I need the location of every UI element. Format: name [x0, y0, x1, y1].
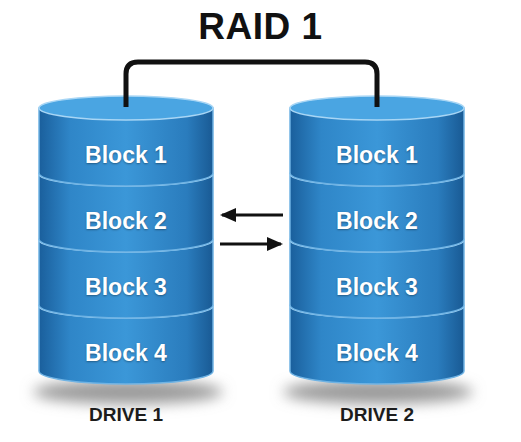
- mirror-arrow: [220, 243, 281, 246]
- block-label: Block 4: [38, 339, 214, 367]
- block-label: Block 3: [289, 273, 465, 301]
- data-block: Block 1: [289, 95, 465, 187]
- disk-segment-shape: [38, 95, 214, 187]
- block-label: Block 3: [38, 273, 214, 301]
- block-label: Block 2: [289, 207, 465, 235]
- block-label: Block 4: [289, 339, 465, 367]
- mirror-arrow: [222, 214, 283, 217]
- block-label: Block 1: [289, 141, 465, 169]
- block-label: Block 1: [38, 141, 214, 169]
- block-label: Block 2: [38, 207, 214, 235]
- drive-label: DRIVE 1: [18, 403, 234, 427]
- data-block: Block 1: [38, 95, 214, 187]
- disk-segment-shape: [289, 95, 465, 187]
- drive-label: DRIVE 2: [269, 403, 485, 427]
- drive-cylinder: DRIVE 1Block 1Block 2Block 3Block 4: [38, 95, 214, 430]
- drive-cylinder: DRIVE 2Block 1Block 2Block 3Block 4: [289, 95, 465, 430]
- diagram-title: RAID 1: [0, 6, 521, 48]
